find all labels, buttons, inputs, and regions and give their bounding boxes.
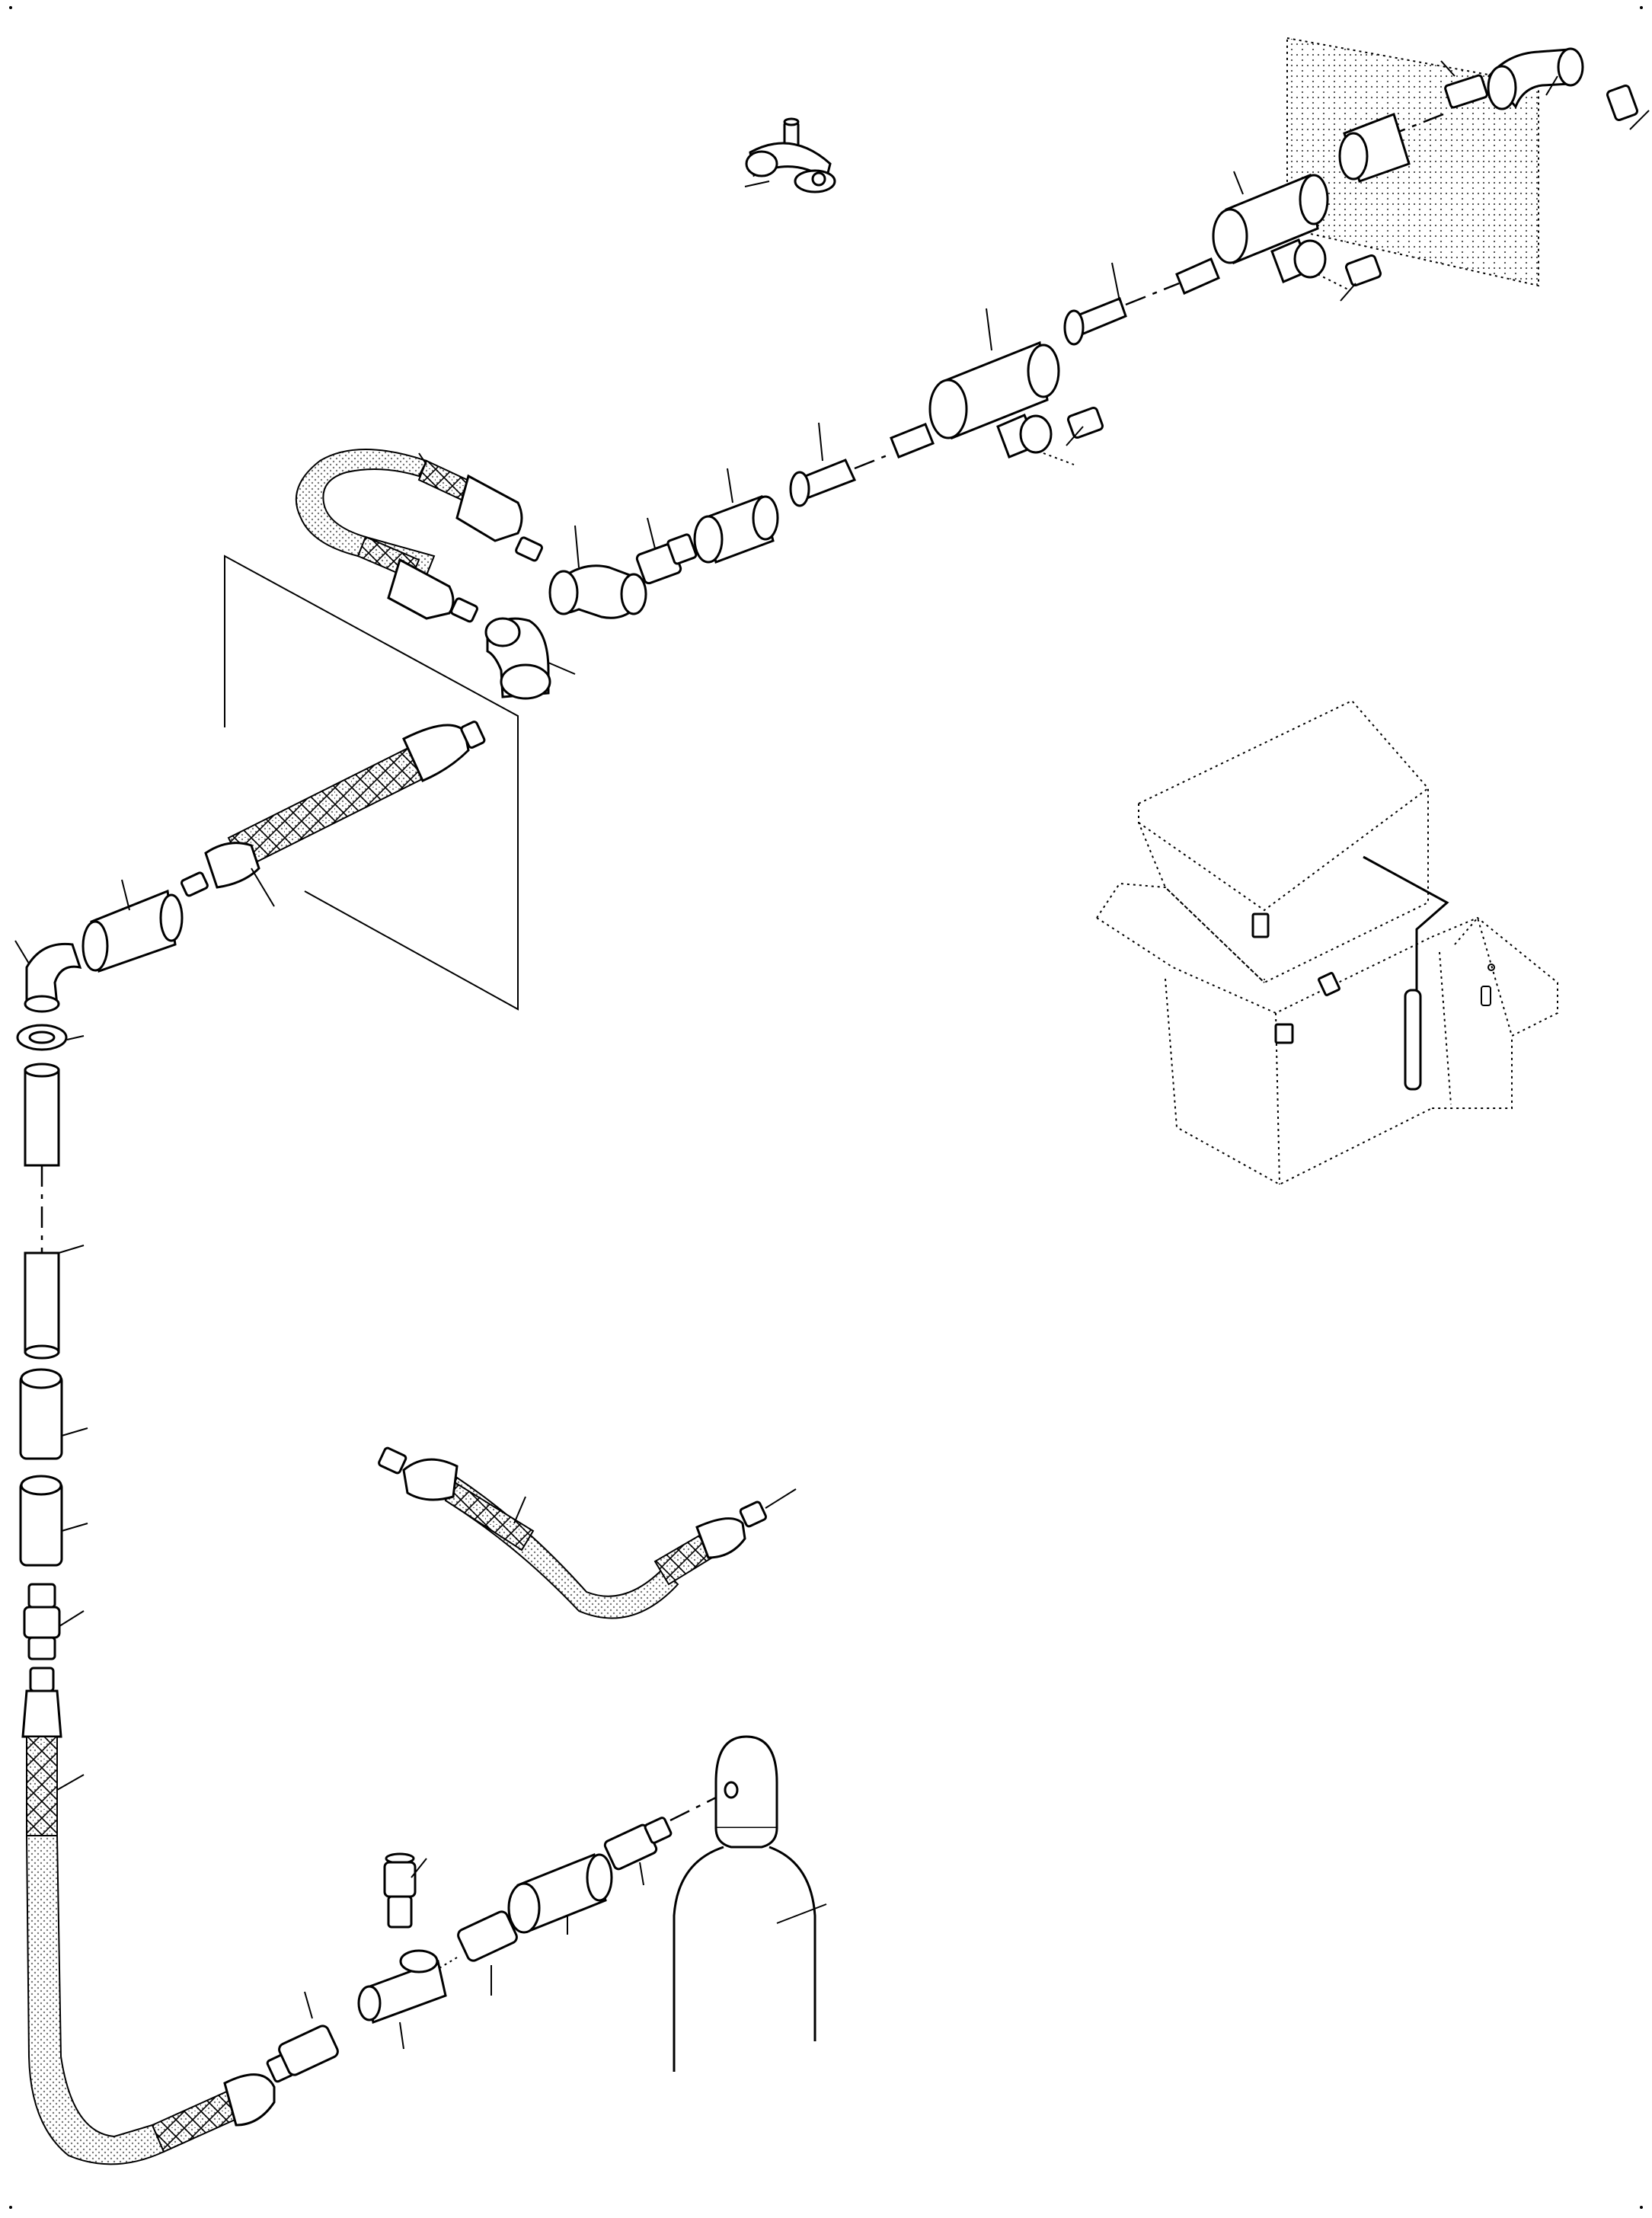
hex-nipple-3: [437, 1910, 518, 1996]
washer: [16, 1024, 85, 1051]
pipe-elbow-icon-3: [14, 940, 82, 1013]
hose-icon-2: [180, 721, 486, 907]
pipe-elbow-icon-2: [484, 617, 576, 700]
coupling-stack: [19, 1368, 88, 1567]
corner-marks: [9, 6, 1643, 2209]
nipple-icon-2: [278, 1991, 339, 2076]
tee-fitting-icon-2: [928, 308, 1104, 465]
hose-icon-3: [21, 1667, 294, 2165]
pipe-clamp-icon: [744, 117, 836, 193]
coupling: [693, 468, 779, 564]
tee-fitting-icon-3: [357, 1949, 447, 2050]
mounting-panel: [224, 554, 519, 1011]
hose-icon-4: [378, 1446, 797, 1619]
hose-icon: [295, 449, 544, 623]
nipple-icon: [1063, 257, 1220, 346]
nipple-icon-3: [603, 1817, 673, 1886]
valve-icon: [383, 1852, 427, 1929]
pipe-elbow-icon: [548, 525, 647, 619]
tee-fitting-icon: [1212, 171, 1382, 302]
cabinet-icon: [1096, 699, 1558, 1186]
vertical-pipe: [24, 1063, 85, 1360]
coupling-3: [507, 1852, 613, 1935]
pipe-segment: [789, 422, 935, 507]
hex-nipple: [635, 517, 698, 585]
hex-nipple-2: [23, 1583, 85, 1660]
gas-cylinder-icon: [669, 1735, 827, 2072]
top-right-fittings: [1338, 47, 1650, 183]
coupling-2: [81, 879, 184, 973]
